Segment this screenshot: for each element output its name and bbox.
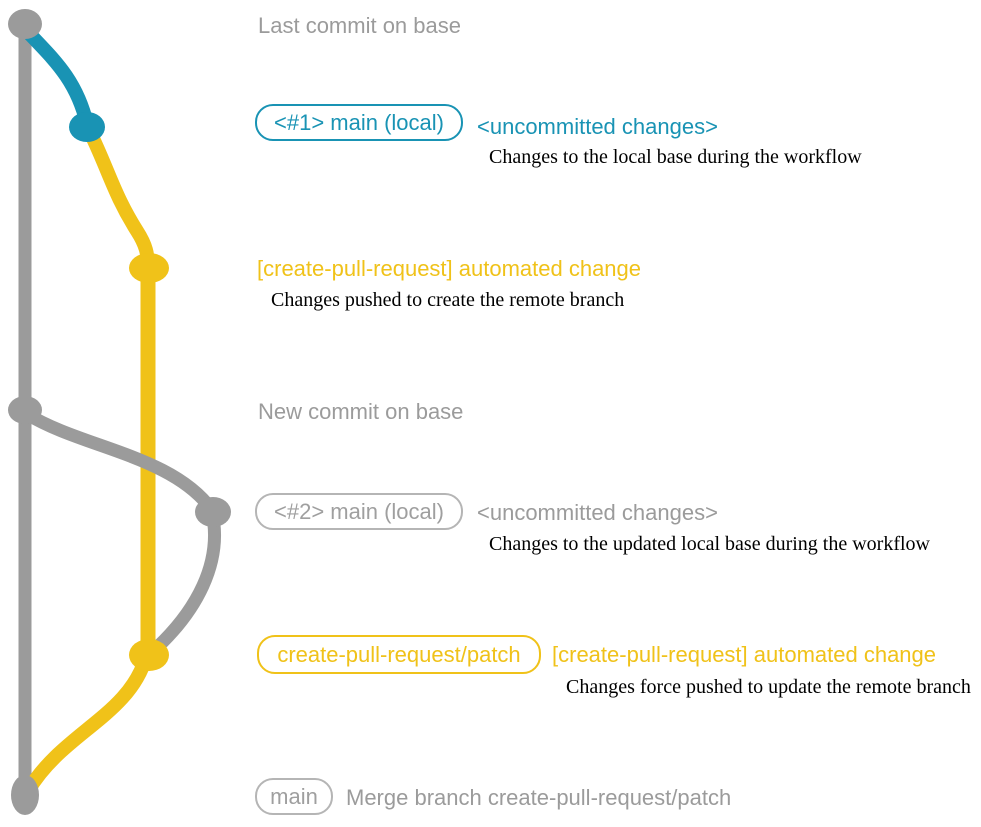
note-updated-local-base-changes: Changes to the updated local base during…	[489, 533, 930, 555]
commit-node-new-base	[8, 396, 42, 424]
patch-branch-curve-top	[81, 121, 155, 275]
commit-node-automated-change-1	[129, 253, 169, 283]
caption-merge-branch: Merge branch create-pull-request/patch	[346, 785, 732, 810]
heading-uncommitted-changes-1: <uncommitted changes>	[477, 114, 718, 139]
rebase-curve	[144, 505, 221, 660]
heading-uncommitted-changes-2: <uncommitted changes>	[477, 500, 718, 525]
heading-automated-change-2: [create-pull-request] automated change	[552, 642, 937, 667]
local-main-branch-curve	[19, 23, 94, 131]
heading-automated-change-1: [create-pull-request] automated change	[257, 256, 642, 281]
commit-node-main-local-1	[69, 112, 105, 142]
commit-node-merge	[11, 775, 39, 815]
commit-node-last-base	[8, 9, 42, 39]
branch-badge-patch: create-pull-request/patch	[257, 635, 541, 674]
base-update-curve	[20, 407, 219, 517]
branch-badge-main: main	[255, 778, 333, 815]
note-force-pushed-update-remote: Changes force pushed to update the remot…	[566, 676, 971, 698]
caption-new-commit-on-base: New commit on base	[258, 399, 464, 424]
branch-badge-main-local-2: <#2> main (local)	[255, 493, 463, 530]
caption-last-commit-on-base: Last commit on base	[258, 13, 461, 38]
commit-node-automated-change-2	[129, 639, 169, 671]
patch-branch-merge-curve	[21, 650, 153, 798]
note-pushed-create-remote: Changes pushed to create the remote bran…	[271, 289, 625, 311]
note-local-base-changes: Changes to the local base during the wor…	[489, 146, 862, 168]
commit-node-main-local-2	[195, 497, 231, 527]
branch-badge-main-local-1: <#1> main (local)	[255, 104, 463, 141]
